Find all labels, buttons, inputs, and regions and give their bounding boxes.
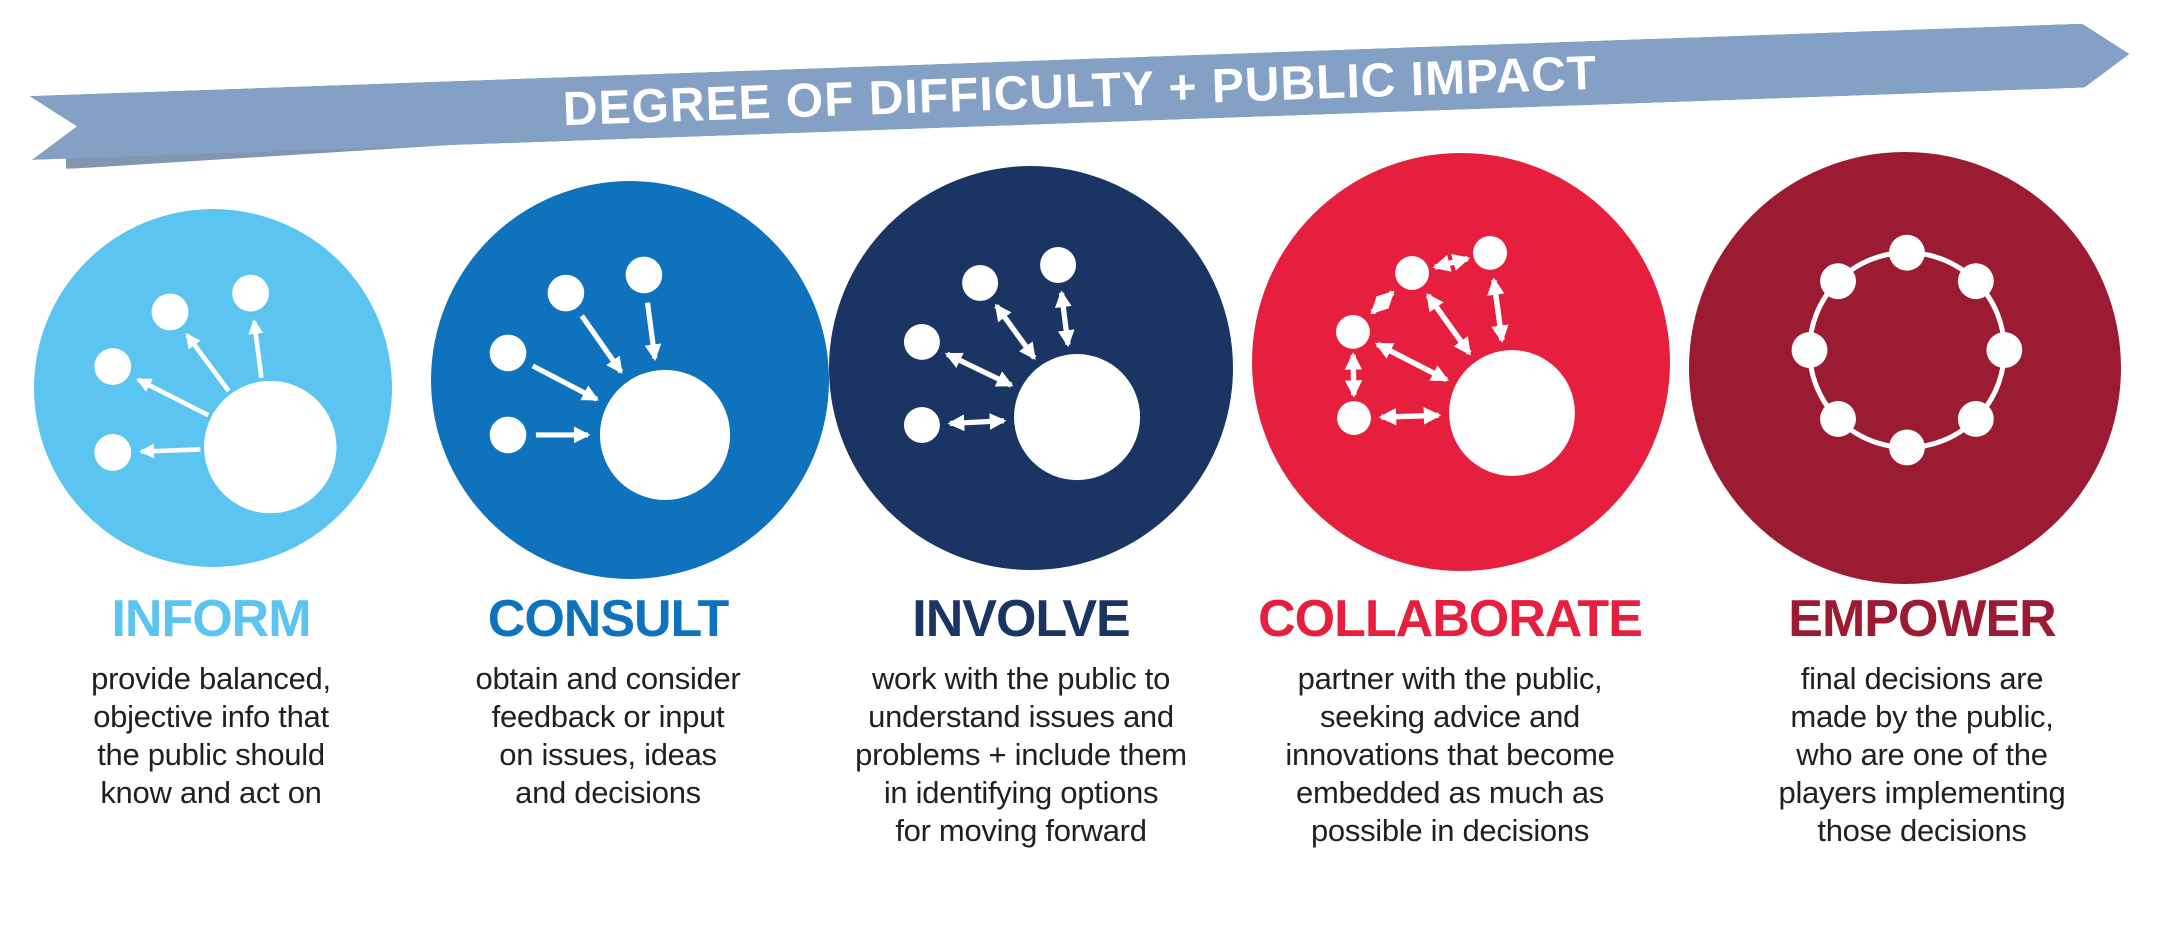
consult-icon-nodes: [489, 256, 731, 500]
small-circle: [1889, 234, 1925, 271]
collaborate-icon-nodes: [1336, 235, 1575, 476]
involve-icon-nodes: [903, 247, 1141, 481]
small-circle: [1473, 235, 1507, 270]
small-circle: [625, 256, 663, 294]
two-way-arrows: [944, 290, 1075, 432]
small-circle: [1957, 263, 1994, 300]
empower-disc: [1689, 152, 2121, 584]
small-circle: [1336, 314, 1370, 349]
small-circle: [232, 274, 270, 312]
big-circle: [1449, 350, 1575, 476]
consult-circle: [431, 181, 829, 579]
outward-arrows: [136, 319, 264, 459]
network-arrows: [1344, 253, 1509, 426]
empower-text-block: EMPOWER final decisions are made by the …: [1712, 592, 2132, 850]
inform-description: provide balanced, objective info that th…: [91, 660, 331, 810]
involve-title: INVOLVE: [912, 590, 1130, 648]
small-circle: [547, 274, 585, 312]
big-circle: [599, 369, 731, 500]
hub-arrows-outward-icon: [34, 209, 392, 567]
difficulty-impact-banner: DEGREE OF DIFFICULTY + PUBLIC IMPACT: [30, 22, 2131, 160]
small-circle: [1395, 256, 1430, 290]
empower-title: EMPOWER: [1788, 590, 2056, 648]
small-circle: [903, 323, 940, 360]
small-circle: [962, 264, 999, 301]
empower-circle: [1689, 152, 2121, 584]
small-circle: [1820, 401, 1856, 437]
inform-icon-nodes: [94, 274, 337, 514]
empower-icon-nodes: [1791, 234, 2023, 466]
empower-description: final decisions are made by the public, …: [1778, 660, 2066, 848]
inform-circle: [34, 209, 392, 567]
collaborate-description: partner with the public, seeking advice …: [1285, 660, 1615, 848]
network-two-way-arrows-icon: [1252, 153, 1670, 571]
small-circle: [1337, 401, 1371, 435]
consult-title: CONSULT: [487, 590, 729, 648]
banner-label: DEGREE OF DIFFICULTY + PUBLIC IMPACT: [562, 46, 1598, 136]
small-circle: [489, 416, 527, 454]
small-circle: [94, 434, 132, 471]
consult-text-block: CONSULT obtain and consider feedback or …: [398, 592, 818, 812]
circle-of-equals-icon: [1689, 152, 2121, 584]
small-circle: [1986, 332, 2023, 368]
collaborate-disc: [1252, 153, 1670, 571]
big-circle: [204, 380, 337, 514]
involve-text-block: INVOLVE work with the public to understa…: [811, 592, 1231, 850]
small-circle: [94, 348, 132, 385]
collaborate-text-block: COLLABORATE partner with the public, see…: [1240, 592, 1660, 850]
small-circle: [903, 406, 940, 443]
consult-disc: [431, 181, 829, 579]
involve-disc: [829, 166, 1233, 570]
collaborate-title: COLLABORATE: [1258, 590, 1643, 648]
inward-arrows: [531, 302, 662, 444]
inform-text-block: INFORM provide balanced, objective info …: [1, 592, 421, 812]
small-circle: [489, 334, 527, 372]
consult-description: obtain and consider feedback or input on…: [475, 660, 741, 810]
small-circle: [1957, 401, 1994, 437]
inform-disc: [34, 209, 392, 567]
big-circle: [1014, 354, 1141, 481]
small-circle: [1889, 429, 1925, 466]
hub-arrows-inward-icon: [431, 181, 829, 579]
involve-circle: [829, 166, 1233, 570]
hub-two-way-arrows-icon: [829, 166, 1233, 570]
inform-title: INFORM: [111, 590, 311, 648]
small-circle: [1791, 332, 1828, 368]
involve-description: work with the public to understand issue…: [855, 660, 1187, 848]
small-circle: [1820, 263, 1856, 300]
small-circle: [1040, 247, 1077, 283]
small-circle: [151, 293, 189, 331]
collaborate-circle: [1252, 153, 1670, 571]
